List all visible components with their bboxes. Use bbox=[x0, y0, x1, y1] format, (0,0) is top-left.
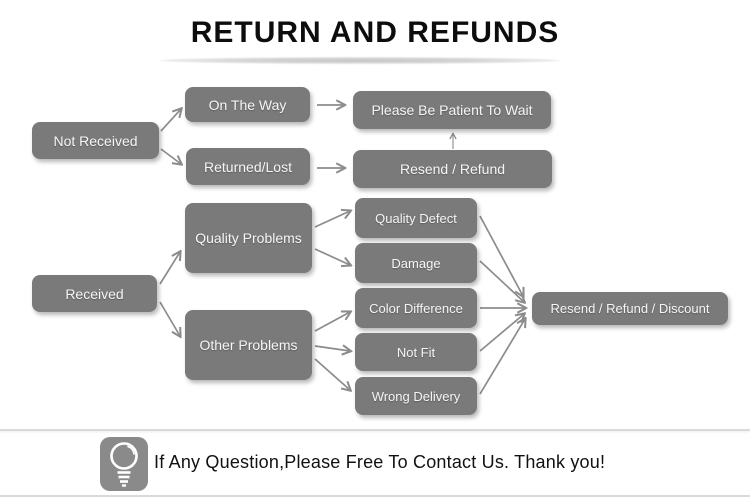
flow-node-not-fit: Not Fit bbox=[355, 333, 477, 371]
flow-node-resend-refund: Resend / Refund bbox=[353, 150, 552, 188]
flow-node-color-difference: Color Difference bbox=[355, 288, 477, 328]
flow-node-damage: Damage bbox=[355, 243, 477, 283]
footer-divider-top bbox=[0, 429, 750, 431]
light-bulb-icon bbox=[110, 442, 138, 487]
flow-node-please-be-patient-to-wait: Please Be Patient To Wait bbox=[353, 91, 551, 129]
flow-node-returned-lost: Returned/Lost bbox=[186, 148, 310, 185]
footer-message: If Any Question,Please Free To Contact U… bbox=[154, 451, 606, 472]
flow-node-resend-refund-discount: Resend / Refund / Discount bbox=[532, 292, 728, 325]
flow-node-quality-problems: Quality Problems bbox=[185, 203, 312, 273]
flow-node-on-the-way: On The Way bbox=[185, 87, 310, 122]
flow-node-other-problems: Other Problems bbox=[185, 310, 312, 380]
page-title: RETURN AND REFUNDS bbox=[190, 16, 560, 49]
flow-node-received: Received bbox=[32, 275, 157, 312]
flow-node-not-received: Not Received bbox=[32, 122, 159, 159]
light-bulb-badge bbox=[100, 437, 148, 491]
footer-divider-bottom bbox=[0, 495, 750, 497]
title-underline bbox=[160, 57, 560, 64]
flow-node-wrong-delivery: Wrong Delivery bbox=[355, 377, 477, 415]
flow-node-quality-defect: Quality Defect bbox=[355, 198, 477, 238]
